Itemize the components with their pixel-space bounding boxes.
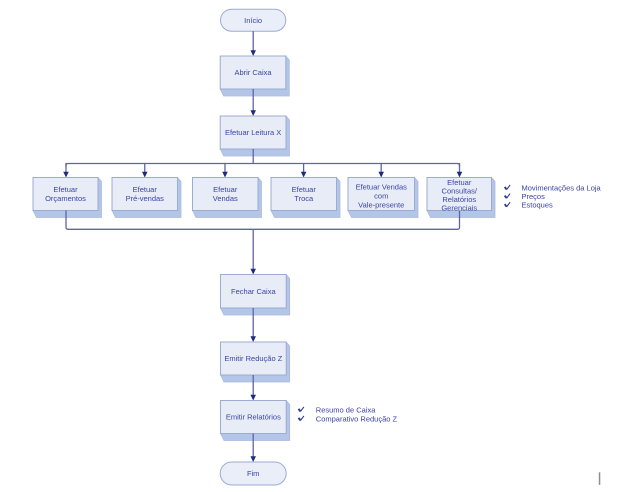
svg-text:com: com <box>374 191 388 200</box>
svg-text:Preços: Preços <box>522 192 546 201</box>
svg-text:Estoques: Estoques <box>522 201 554 210</box>
svg-text:Fim: Fim <box>247 469 260 478</box>
svg-text:Comparativo Redução Z: Comparativo Redução Z <box>316 414 398 423</box>
svg-text:Efetuar: Efetuar <box>53 185 78 194</box>
svg-text:Orçamentos: Orçamentos <box>45 194 86 203</box>
svg-text:Efetuar: Efetuar <box>292 185 317 194</box>
svg-text:Efetuar: Efetuar <box>133 185 158 194</box>
svg-text:Abrir Caixa: Abrir Caixa <box>234 68 272 77</box>
svg-text:Efetuar Vendas: Efetuar Vendas <box>356 182 408 191</box>
svg-text:Emitir Redução Z: Emitir Redução Z <box>224 354 282 363</box>
svg-text:Relatórios: Relatórios <box>442 195 476 204</box>
svg-text:Resumo de Caixa: Resumo de Caixa <box>316 405 376 414</box>
svg-text:Movimentações da Loja: Movimentações da Loja <box>522 183 602 192</box>
svg-text:Fechar Caixa: Fechar Caixa <box>231 287 276 296</box>
svg-text:Efetuar: Efetuar <box>447 178 472 187</box>
svg-text:Vendas: Vendas <box>213 194 238 203</box>
svg-text:Início: Início <box>244 16 262 25</box>
svg-text:Gerenciais: Gerenciais <box>441 204 477 213</box>
svg-text:Troca: Troca <box>294 194 314 203</box>
svg-text:Efetuar Leitura X: Efetuar Leitura X <box>225 128 281 137</box>
svg-text:Efetuar: Efetuar <box>213 185 238 194</box>
svg-text:Pré-vendas: Pré-vendas <box>126 194 165 203</box>
svg-text:Vale-presente: Vale-presente <box>358 200 404 209</box>
svg-text:Consultas/: Consultas/ <box>442 186 478 195</box>
svg-text:Emitir Relatórios: Emitir Relatórios <box>226 413 281 422</box>
